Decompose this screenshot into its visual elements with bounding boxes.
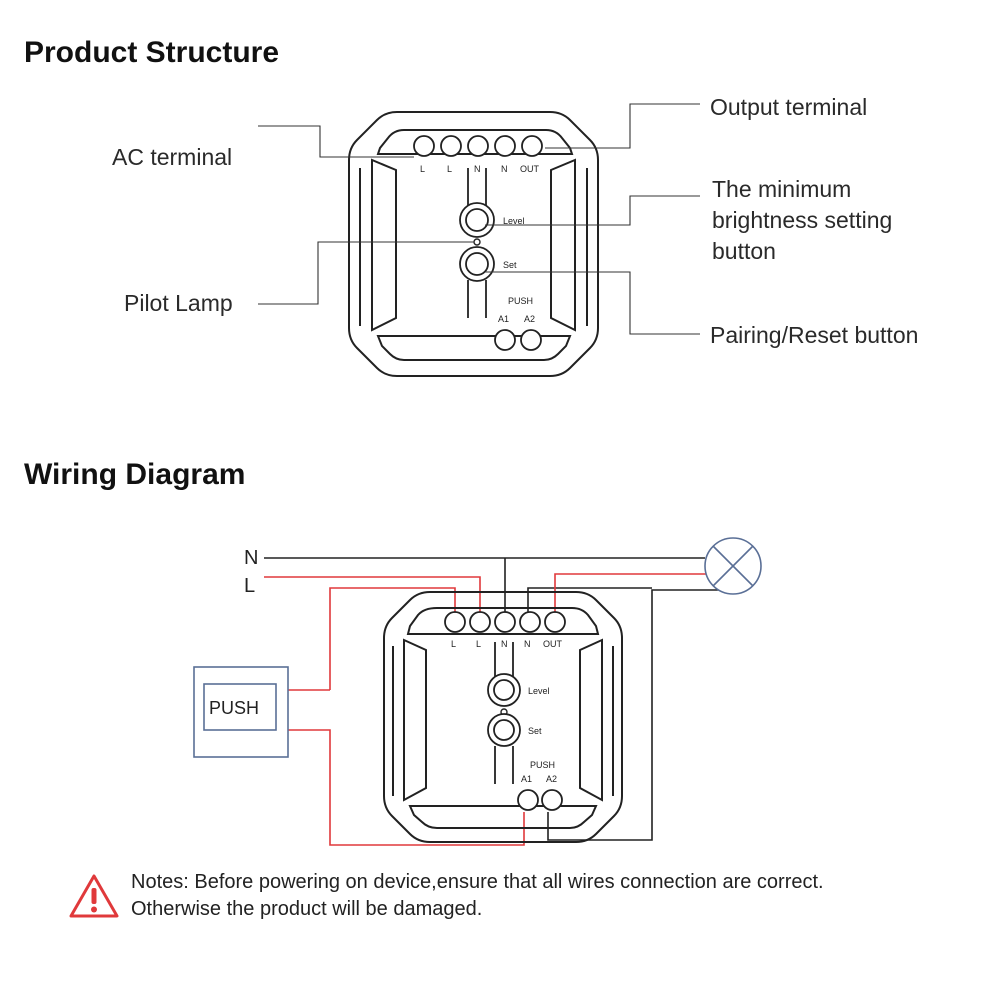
wiring-diagram: N L PUSH — [193, 537, 762, 846]
wiring-label-n2: N — [524, 639, 531, 649]
product-structure-title: Product Structure — [24, 36, 280, 69]
wiring-device-body — [383, 591, 623, 843]
notes-text: Notes: Before powering on device,ensure … — [131, 871, 824, 920]
push-label: PUSH — [508, 296, 533, 306]
push-switch-label: PUSH — [209, 698, 259, 718]
wiring-label-l1: L — [451, 639, 456, 649]
callout-pilot-lamp: Pilot Lamp — [124, 290, 233, 316]
wiring-label-l2: L — [476, 639, 481, 649]
callout-lines — [258, 103, 700, 335]
callout-ac-terminal: AC terminal — [112, 144, 233, 170]
wiring-terminal-screws — [444, 611, 566, 633]
push-switch[interactable] — [193, 666, 289, 758]
terminal-label-out: OUT — [520, 164, 540, 174]
callout-min-brightness-1: The minimum — [712, 176, 852, 202]
wiring-push-label: PUSH — [530, 760, 555, 770]
ac-terminal-screws — [413, 135, 543, 157]
terminal-label-n1: N — [474, 164, 481, 174]
callout-min-brightness-3: button — [712, 238, 776, 264]
a1-label: A1 — [498, 314, 509, 324]
terminal-label-l1: L — [420, 164, 425, 174]
wiring-set-button — [487, 713, 521, 784]
neutral-line-label: N — [244, 547, 258, 569]
device-body-top — [348, 111, 599, 377]
warning-icon — [69, 874, 119, 918]
a2-label: A2 — [524, 314, 535, 324]
wiring-label-out: OUT — [543, 639, 563, 649]
pilot-lamp-indicator — [473, 238, 481, 246]
push-terminal-screws — [494, 329, 542, 351]
callout-pairing-reset: Pairing/Reset button — [710, 322, 919, 348]
wiring-a2-label: A2 — [546, 774, 557, 784]
level-button[interactable] — [459, 168, 495, 238]
callout-output-terminal: Output terminal — [710, 94, 868, 120]
terminal-label-l2: L — [447, 164, 452, 174]
terminal-label-n2: N — [501, 164, 508, 174]
lamp-icon — [704, 537, 762, 595]
wiring-a1-label: A1 — [521, 774, 532, 784]
wiring-diagram-title: Wiring Diagram — [24, 458, 246, 491]
live-wire — [264, 573, 706, 846]
callout-min-brightness-2: brightness setting — [712, 207, 893, 233]
set-label: Set — [503, 260, 517, 270]
live-line-label: L — [244, 575, 255, 597]
wiring-level-label: Level — [528, 686, 550, 696]
wiring-level-button — [487, 642, 521, 707]
product-structure-diagram: L L N N OUT Level Set PUSH A1 A2 — [258, 103, 700, 377]
set-button[interactable] — [459, 246, 495, 318]
wiring-push-terminals — [517, 789, 563, 811]
level-label: Level — [503, 216, 525, 226]
wiring-label-n1: N — [501, 639, 508, 649]
wiring-set-label: Set — [528, 726, 542, 736]
